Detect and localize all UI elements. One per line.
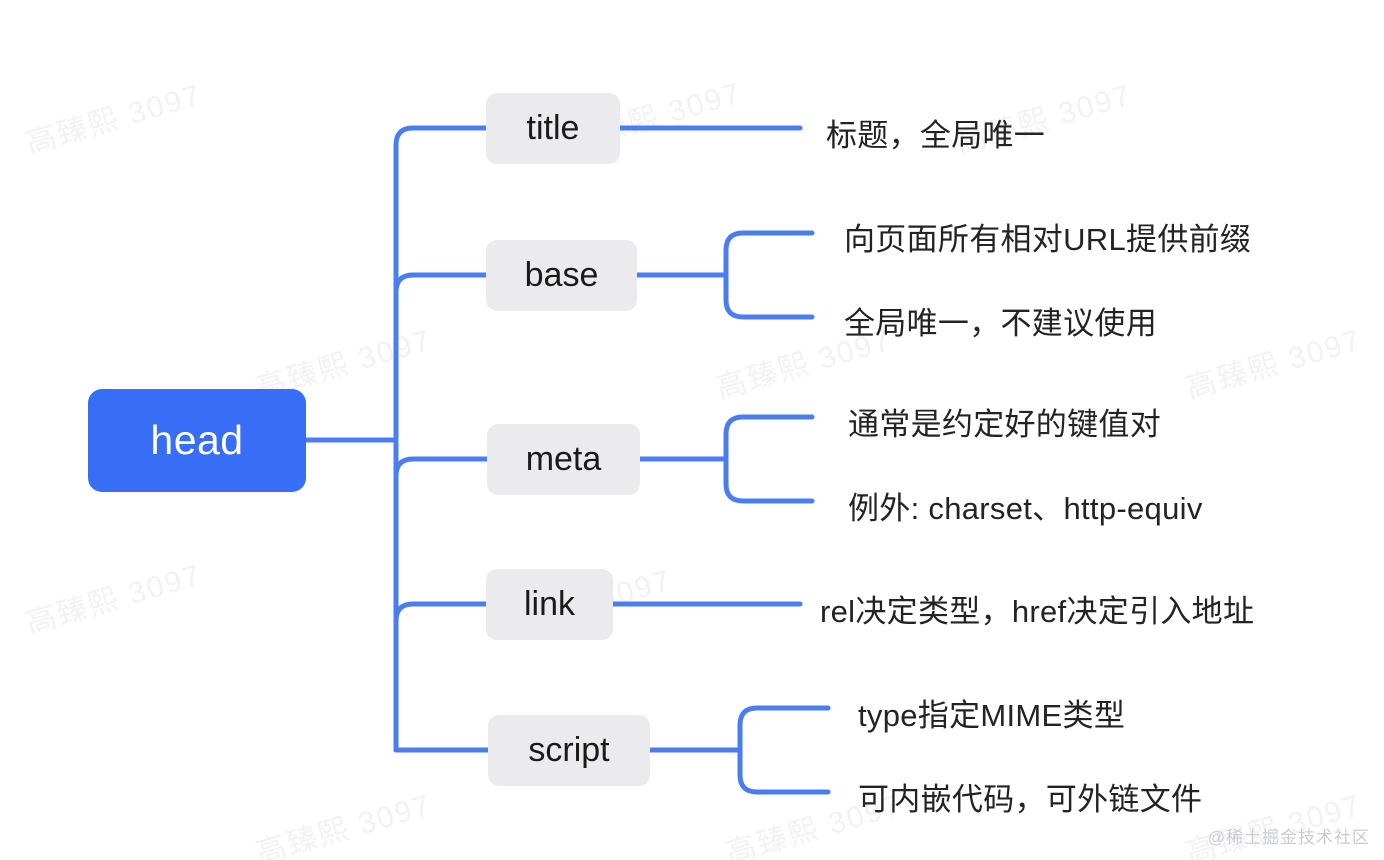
leaf-meta-1: 通常是约定好的键值对 (848, 407, 1161, 442)
connector-meta-leaf2 (723, 481, 815, 504)
watermark-text: 高臻熙 3097 (22, 78, 206, 161)
leaf-title-1: 标题，全局唯一 (826, 118, 1046, 153)
connector-trunk-base (393, 272, 489, 295)
leaf-meta-2: 例外: charset、http-equiv (848, 491, 1203, 526)
watermark-text: 高臻熙 3097 (1182, 323, 1366, 406)
node-script[interactable]: script (488, 715, 650, 786)
connector-script-leaf1 (737, 705, 831, 728)
node-title-label: title (526, 109, 580, 147)
leaf-script-2: 可内嵌代码，可外链文件 (858, 782, 1203, 817)
connector-trunk-meta (393, 456, 490, 479)
node-link[interactable]: link (486, 569, 613, 640)
connector-trunk-link (393, 601, 489, 624)
credit-watermark: @稀土掘金技术社区 (1207, 828, 1370, 847)
connector-trunk-title (393, 125, 489, 148)
leaf-link-1: rel决定类型，href决定引入地址 (820, 594, 1255, 629)
node-head-label: head (150, 417, 244, 463)
node-link-label: link (523, 585, 576, 623)
node-head[interactable]: head (88, 389, 306, 492)
node-base[interactable]: base (486, 240, 637, 311)
node-base-label: base (524, 256, 599, 294)
watermark-text: 高臻熙 3097 (252, 788, 436, 860)
watermark-text: 高臻熙 3097 (22, 558, 206, 641)
leaf-base-1: 向页面所有相对URL提供前缀 (844, 222, 1252, 257)
connector-script-leaf2 (737, 772, 831, 795)
leaf-script-1: type指定MIME类型 (858, 698, 1126, 733)
connector-base-leaf1 (723, 230, 815, 253)
node-meta[interactable]: meta (487, 424, 640, 495)
node-title[interactable]: title (486, 93, 620, 164)
connector-base-leaf2 (723, 297, 815, 320)
watermark-text: 高臻熙 3097 (1182, 788, 1366, 860)
connector-meta-leaf1 (723, 414, 815, 437)
node-script-label: script (528, 731, 610, 769)
node-meta-label: meta (525, 440, 602, 478)
leaf-base-2: 全局唯一，不建议使用 (844, 306, 1157, 341)
